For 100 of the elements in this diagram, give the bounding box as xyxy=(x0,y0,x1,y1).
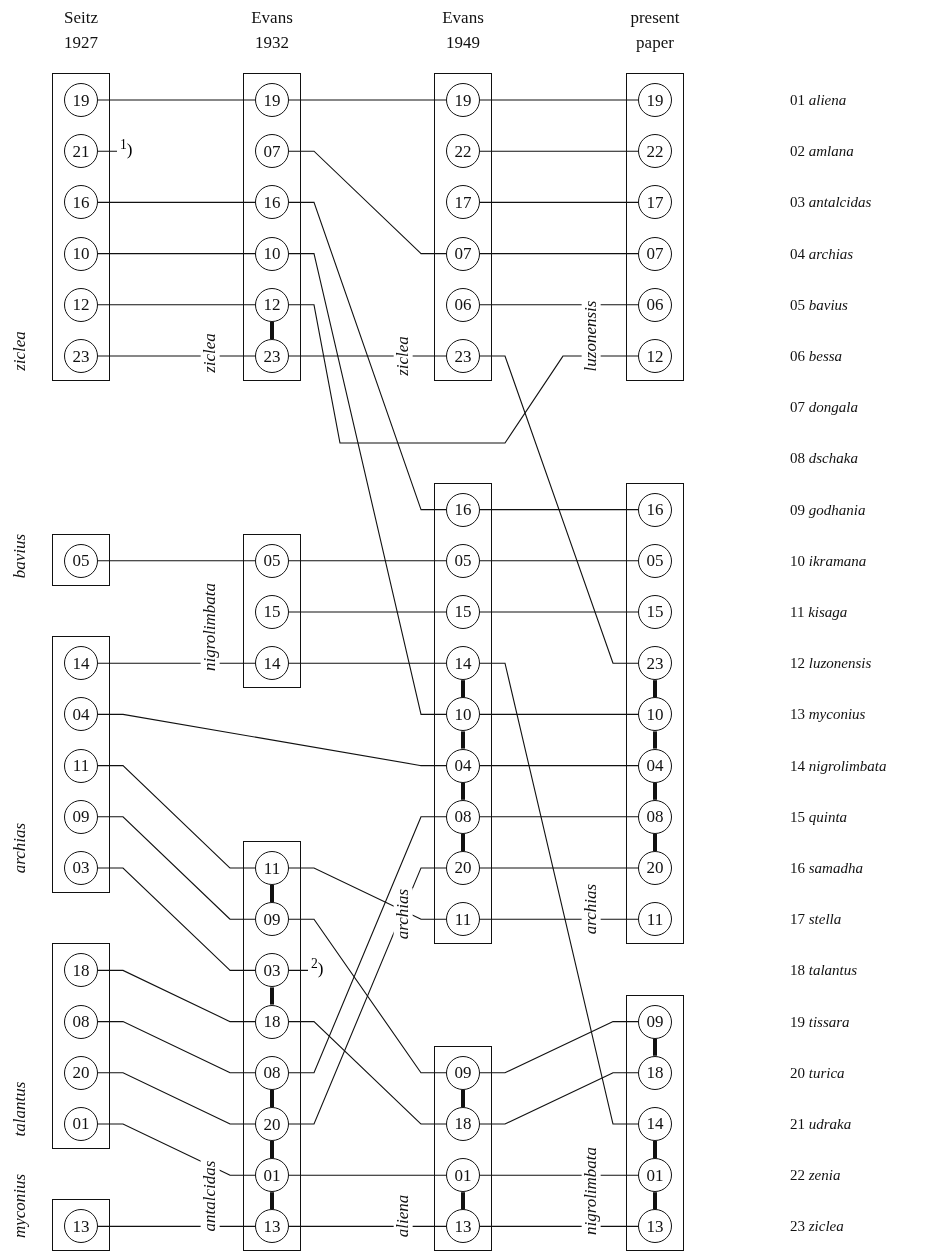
numbered-circle xyxy=(255,134,289,169)
double-line xyxy=(270,1141,274,1159)
footnote-mark: $^{2}$) xyxy=(308,959,324,980)
connector-line xyxy=(479,253,639,255)
connector-line xyxy=(288,201,447,511)
numbered-circle xyxy=(64,953,98,988)
numbered-circle xyxy=(64,1107,98,1141)
circle-number: 08 xyxy=(454,808,472,826)
circle-number: 09 xyxy=(646,1013,664,1031)
connector-line xyxy=(479,867,639,869)
circle-number: 16 xyxy=(72,193,90,211)
numbered-circle xyxy=(638,646,672,681)
key-entry: 23 ziclea xyxy=(790,1217,844,1235)
connector-line xyxy=(97,867,256,971)
numbered-circle xyxy=(638,1004,672,1039)
group-box xyxy=(626,994,684,1252)
circle-number: 05 xyxy=(454,552,472,570)
circle-number: 18 xyxy=(72,961,90,979)
genus-label: archias xyxy=(393,887,413,941)
connector-line xyxy=(479,1174,639,1176)
numbered-circle xyxy=(255,851,289,885)
connector-line xyxy=(479,304,639,306)
connector-line xyxy=(479,816,639,818)
numbered-circle xyxy=(638,851,672,885)
numbered-circle xyxy=(255,287,289,322)
group-box xyxy=(52,73,110,381)
double-line xyxy=(653,782,657,800)
circle-number: 18 xyxy=(646,1064,664,1082)
key-entry: 10 ikramana xyxy=(790,552,867,570)
numbered-circle xyxy=(255,185,289,220)
circle-number: 04 xyxy=(646,757,664,775)
column-header: Evans 1949 xyxy=(442,7,484,54)
connector-line xyxy=(288,918,447,1074)
genus-label: nigrolimbata xyxy=(200,582,220,673)
key-entry: 07 dongala xyxy=(790,398,858,416)
circle-number: 01 xyxy=(263,1166,281,1184)
circle-number: 22 xyxy=(454,142,472,160)
double-line xyxy=(270,885,274,903)
column-header: Evans 1932 xyxy=(251,7,293,54)
connector-line xyxy=(479,560,639,562)
circle-number: 13 xyxy=(263,1217,281,1235)
circle-number: 05 xyxy=(646,552,664,570)
circle-number: 16 xyxy=(646,501,664,519)
numbered-circle xyxy=(64,236,98,271)
numbered-circle xyxy=(446,185,480,220)
group-box xyxy=(626,73,684,381)
connector-line xyxy=(288,611,447,613)
connector-line xyxy=(97,969,256,1023)
circle-number: 04 xyxy=(454,757,472,775)
key-entry: 03 antalcidas xyxy=(790,193,872,211)
numbered-circle xyxy=(446,492,480,527)
circle-number: 01 xyxy=(646,1166,664,1184)
footnote-mark: $^{1}$) xyxy=(117,140,133,161)
circle-number: 06 xyxy=(454,296,472,314)
circle-number: 18 xyxy=(454,1115,472,1133)
connector-line xyxy=(97,1021,256,1074)
circle-number: 14 xyxy=(72,654,90,672)
circle-number: 12 xyxy=(263,296,281,314)
genus-label: ziclea xyxy=(200,332,220,375)
circle-number: 19 xyxy=(454,91,472,109)
connector-line xyxy=(479,662,639,1125)
key-entry: 20 turica xyxy=(790,1064,845,1082)
numbered-circle xyxy=(638,799,672,834)
circle-number: 19 xyxy=(263,91,281,109)
numbered-circle xyxy=(255,1107,289,1141)
circle-number: 01 xyxy=(454,1166,472,1184)
group-box xyxy=(434,73,492,381)
numbered-circle xyxy=(638,1107,672,1141)
circle-number: 20 xyxy=(263,1115,281,1133)
numbered-circle xyxy=(64,851,98,885)
numbered-circle xyxy=(64,543,98,578)
group-box xyxy=(626,482,684,945)
numbered-circle xyxy=(446,83,480,117)
circle-number: 05 xyxy=(263,552,281,570)
connector-line xyxy=(97,662,256,664)
genus-label: nigrolimbata xyxy=(581,1145,601,1236)
circle-number: 23 xyxy=(72,347,90,365)
numbered-circle xyxy=(255,595,289,629)
numbered-circle xyxy=(255,1004,289,1039)
genus-label: archias xyxy=(581,882,601,936)
numbered-circle xyxy=(64,1209,98,1244)
genus-label: luzonensis xyxy=(581,299,601,372)
circle-number: 06 xyxy=(646,296,664,314)
circle-number: 21 xyxy=(72,142,90,160)
circle-number: 08 xyxy=(263,1064,281,1082)
circle-number: 07 xyxy=(263,142,281,160)
circle-number: 11 xyxy=(454,910,472,928)
connector-line xyxy=(479,765,639,767)
key-entry: 19 tissara xyxy=(790,1013,850,1031)
group-box xyxy=(52,636,110,893)
numbered-circle xyxy=(638,748,672,783)
column-header: present paper xyxy=(630,7,680,54)
connector-line xyxy=(97,253,256,255)
circle-number: 16 xyxy=(263,193,281,211)
numbered-circle xyxy=(255,902,289,937)
key-entry: 18 talantus xyxy=(790,961,858,979)
numbered-circle xyxy=(446,1107,480,1141)
connector-line xyxy=(288,253,447,715)
double-line xyxy=(653,1038,657,1056)
numbered-circle xyxy=(638,902,672,937)
